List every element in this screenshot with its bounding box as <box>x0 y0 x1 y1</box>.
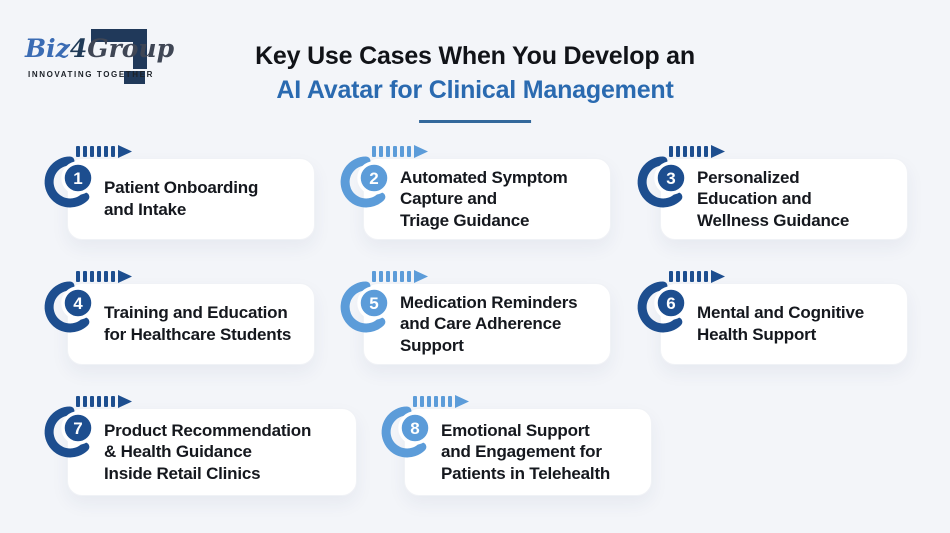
number-badge: 2 <box>336 145 436 211</box>
badge-graphic: 7 <box>44 395 132 458</box>
use-case-item-4: Training and Education for Healthcare St… <box>40 270 336 365</box>
badge-circle <box>398 411 432 445</box>
use-case-card: Training and Education for Healthcare St… <box>67 283 315 365</box>
title-line-1: Key Use Cases When You Develop an <box>255 42 695 70</box>
title-underline <box>418 120 531 123</box>
number-badge: 3 <box>633 145 733 211</box>
dashed-arrow-icon <box>372 145 428 158</box>
badge-circle <box>357 286 391 320</box>
badge-number: 2 <box>369 169 378 188</box>
use-case-title: Medication Reminders and Care Adherence … <box>400 292 578 355</box>
number-badge: 1 <box>40 145 140 211</box>
badge-number: 7 <box>73 419 82 438</box>
badge-number: 4 <box>73 294 83 313</box>
use-case-item-6: Mental and Cognitive Health Support 6 <box>633 270 929 365</box>
number-badge: 5 <box>336 270 436 336</box>
use-case-title: Personalized Education and Wellness Guid… <box>697 167 850 230</box>
use-case-item-5: Medication Reminders and Care Adherence … <box>336 270 633 365</box>
use-case-item-7: Product Recommendation & Health Guidance… <box>40 395 377 496</box>
badge-arc <box>340 156 386 208</box>
badge-circle <box>654 286 688 320</box>
dashed-arrow-icon <box>669 270 725 283</box>
badge-circle <box>357 161 391 195</box>
use-case-title: Emotional Support and Engagement for Pat… <box>441 420 611 483</box>
badge-graphic: 2 <box>340 145 428 208</box>
badge-circle <box>61 411 95 445</box>
use-case-item-8: Emotional Support and Engagement for Pat… <box>377 395 674 496</box>
biz4group-logo: Biz4Group INNOVATING TOGETHER <box>25 14 174 92</box>
badge-number: 6 <box>666 294 675 313</box>
number-badge: 6 <box>633 270 733 336</box>
badge-arc <box>340 281 386 333</box>
logo-bracket-shape <box>124 71 145 84</box>
badge-arc <box>44 406 90 458</box>
logo-text-four: 4 <box>69 34 88 63</box>
title-line-2: AI Avatar for Clinical Management <box>276 76 674 104</box>
dashed-arrow-icon <box>372 270 428 283</box>
cards-row-1: Patient Onboarding and Intake 1 Automate… <box>40 145 929 240</box>
use-case-item-1: Patient Onboarding and Intake 1 <box>40 145 336 240</box>
use-case-title: Patient Onboarding and Intake <box>104 178 259 219</box>
badge-graphic: 3 <box>637 145 725 208</box>
badge-circle <box>61 286 95 320</box>
badge-number: 8 <box>410 419 419 438</box>
use-case-card: Mental and Cognitive Health Support <box>660 283 908 365</box>
badge-circle <box>654 161 688 195</box>
logo-tagline: INNOVATING TOGETHER <box>28 70 154 79</box>
badge-graphic: 5 <box>340 270 428 333</box>
cards-row-2: Training and Education for Healthcare St… <box>40 270 929 365</box>
badge-arc <box>44 156 90 208</box>
use-case-item-2: Automated Symptom Capture and Triage Gui… <box>336 145 633 240</box>
number-badge: 4 <box>40 270 140 336</box>
use-case-card: Automated Symptom Capture and Triage Gui… <box>363 158 611 240</box>
badge-arc <box>637 281 683 333</box>
badge-number: 1 <box>73 169 82 188</box>
dashed-arrow-icon <box>76 145 132 158</box>
dashed-arrow-icon <box>76 395 132 408</box>
badge-graphic: 6 <box>637 270 725 333</box>
logo-wordmark: Biz4Group <box>25 34 174 63</box>
badge-graphic: 1 <box>44 145 132 208</box>
badge-arc <box>381 406 427 458</box>
use-case-card: Product Recommendation & Health Guidance… <box>67 408 357 496</box>
use-case-card: Patient Onboarding and Intake <box>67 158 315 240</box>
logo-bracket-shape <box>133 29 147 69</box>
dashed-arrow-icon <box>76 270 132 283</box>
logo-text-group: Group <box>87 34 175 63</box>
use-case-title: Automated Symptom Capture and Triage Gui… <box>400 167 568 230</box>
use-case-title: Mental and Cognitive Health Support <box>697 303 864 344</box>
page-title: Key Use Cases When You Develop an AI Ava… <box>255 42 695 123</box>
dashed-arrow-icon <box>413 395 469 408</box>
badge-graphic: 4 <box>44 270 132 333</box>
badge-circle <box>61 161 95 195</box>
badge-number: 5 <box>369 294 378 313</box>
use-case-card: Medication Reminders and Care Adherence … <box>363 283 611 365</box>
cards-row-3: Product Recommendation & Health Guidance… <box>40 395 674 496</box>
use-case-item-3: Personalized Education and Wellness Guid… <box>633 145 929 240</box>
use-case-card: Personalized Education and Wellness Guid… <box>660 158 908 240</box>
number-badge: 8 <box>377 395 477 461</box>
use-case-title: Product Recommendation & Health Guidance… <box>104 420 312 483</box>
use-case-card: Emotional Support and Engagement for Pat… <box>404 408 652 496</box>
badge-number: 3 <box>666 169 675 188</box>
logo-text-biz: Biz <box>25 34 70 63</box>
badge-arc <box>44 281 90 333</box>
badge-graphic: 8 <box>381 395 469 458</box>
dashed-arrow-icon <box>669 145 725 158</box>
badge-arc <box>637 156 683 208</box>
number-badge: 7 <box>40 395 140 461</box>
use-case-title: Training and Education for Healthcare St… <box>104 303 292 344</box>
